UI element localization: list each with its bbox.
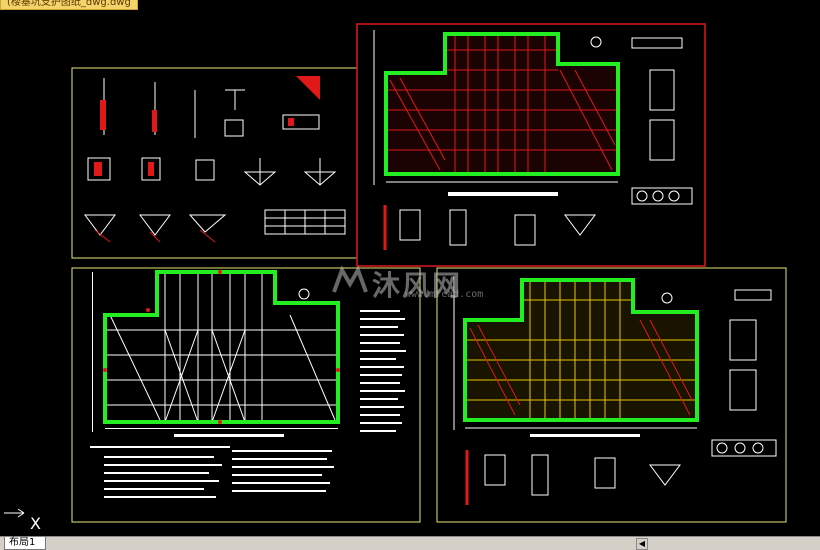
sheet-frame-plan-yellow — [436, 267, 787, 523]
layout-tab-bar: 布局1 ◀ — [0, 536, 820, 550]
detail-sketches — [84, 76, 346, 243]
callout-dots — [103, 270, 340, 424]
excavation-wall-right — [463, 278, 699, 422]
circle-marker-left — [298, 288, 310, 300]
plan-white-notes — [90, 272, 406, 498]
ucs-icon — [4, 508, 25, 518]
plan-white-grid — [105, 272, 338, 423]
plan-yellow-grid — [464, 279, 698, 421]
watermark-text: 沐风网 — [372, 269, 463, 302]
plan-yellow-annotations — [453, 276, 777, 505]
plan-red-grid — [385, 33, 619, 175]
plan-red-annotations — [373, 30, 693, 250]
sheet-frame-plan-white — [71, 267, 421, 523]
ucs-x-label: X — [30, 514, 41, 533]
cad-drawing — [4, 23, 787, 523]
excavation-wall-left — [103, 270, 340, 424]
watermark-url: www.mfcad.com — [405, 289, 484, 300]
drawing-canvas[interactable]: 沐风网 www.mfcad.com X — [0, 10, 820, 536]
watermark-logo-icon — [332, 266, 368, 296]
sheet-frame-plan-red — [356, 23, 706, 267]
tab-layout1[interactable]: 布局1 — [4, 537, 47, 550]
document-tab-strip: (楼基坑支护图纸_dwg.dwg — [0, 0, 820, 10]
scroll-left-button[interactable]: ◀ — [636, 538, 648, 550]
file-tab[interactable]: (楼基坑支护图纸_dwg.dwg — [0, 0, 138, 10]
excavation-wall-top — [384, 32, 620, 176]
